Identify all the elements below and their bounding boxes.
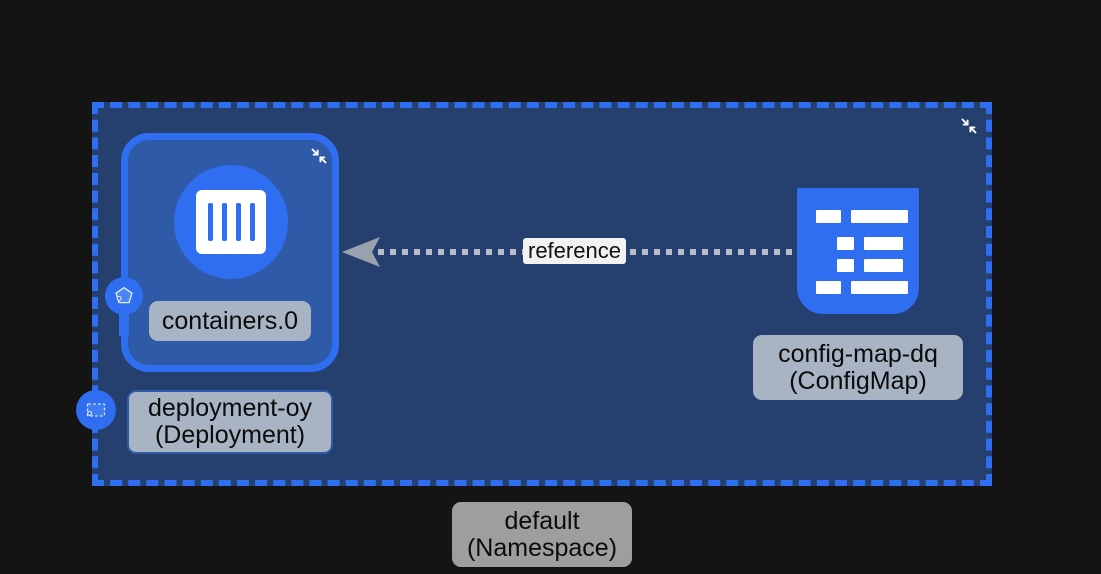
configmap-value-bar [864,259,903,272]
container-bar [249,203,255,241]
dashed-rectangle-deployment-icon[interactable] [76,390,116,430]
container-bars-icon [196,190,266,254]
configmap-icon[interactable] [797,188,919,314]
deployment-label-name: deployment-oy [148,394,312,422]
configmap-key-bar [816,210,841,223]
configmap-value-bar [864,237,903,250]
configmap-key-bar [837,237,854,250]
configmap-key-bar [816,281,841,294]
container-bar [207,203,213,241]
configmap-key-bar [837,259,854,272]
pentagon-container-icon[interactable] [105,277,143,315]
namespace-label-kind: (Namespace) [466,533,618,562]
configmap-value-bar [851,210,908,223]
reference-edge-arrowhead [340,232,384,272]
configmap-label-name: config-map-dq [778,339,938,368]
collapse-icon[interactable] [308,145,330,167]
container-bar [235,203,241,241]
configmap-value-bar [851,281,908,294]
configmap-label[interactable]: config-map-dq (ConfigMap) [753,335,963,400]
configmap-row [837,259,903,272]
deployment-label[interactable]: deployment-oy (Deployment) [127,390,333,454]
badge-connector [119,296,129,336]
configmap-row [816,281,908,294]
namespace-label-name: default [504,506,580,535]
namespace-label[interactable]: default (Namespace) [452,502,632,567]
workload-container-icon [174,165,288,279]
collapse-icon[interactable] [958,115,980,137]
configmap-label-kind: (ConfigMap) [789,366,927,395]
reference-edge-label[interactable]: reference [523,238,626,265]
containers-label[interactable]: containers.0 [149,301,311,341]
deployment-label-kind: (Deployment) [154,421,306,449]
configmap-row [816,210,908,223]
configmap-row [837,237,903,250]
container-bar [221,203,227,241]
